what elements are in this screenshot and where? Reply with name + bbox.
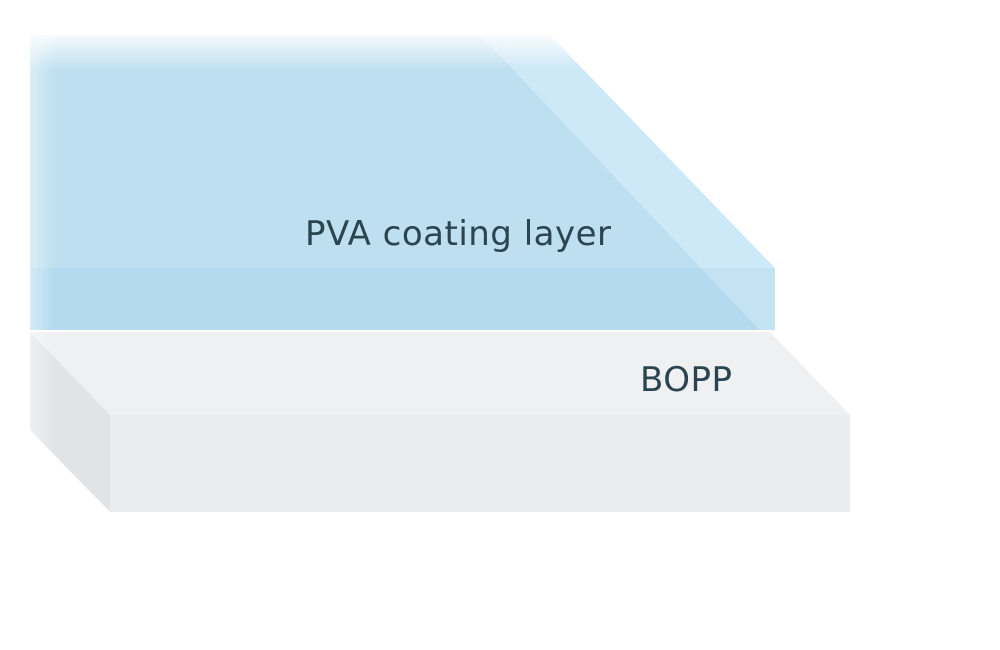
bopp-front-face [110, 415, 850, 512]
pva-front-face [30, 268, 760, 330]
fade-top [0, 30, 800, 70]
pva-layer [30, 35, 775, 330]
bopp-top-face [30, 332, 850, 415]
fade-left [0, 0, 55, 520]
pva-top-face [30, 35, 701, 268]
pva-front-face-light [701, 268, 775, 330]
bopp-layer-label: BOPP [640, 360, 733, 400]
pva-layer-label: PVA coating layer [305, 214, 612, 254]
bopp-layer [30, 332, 850, 512]
